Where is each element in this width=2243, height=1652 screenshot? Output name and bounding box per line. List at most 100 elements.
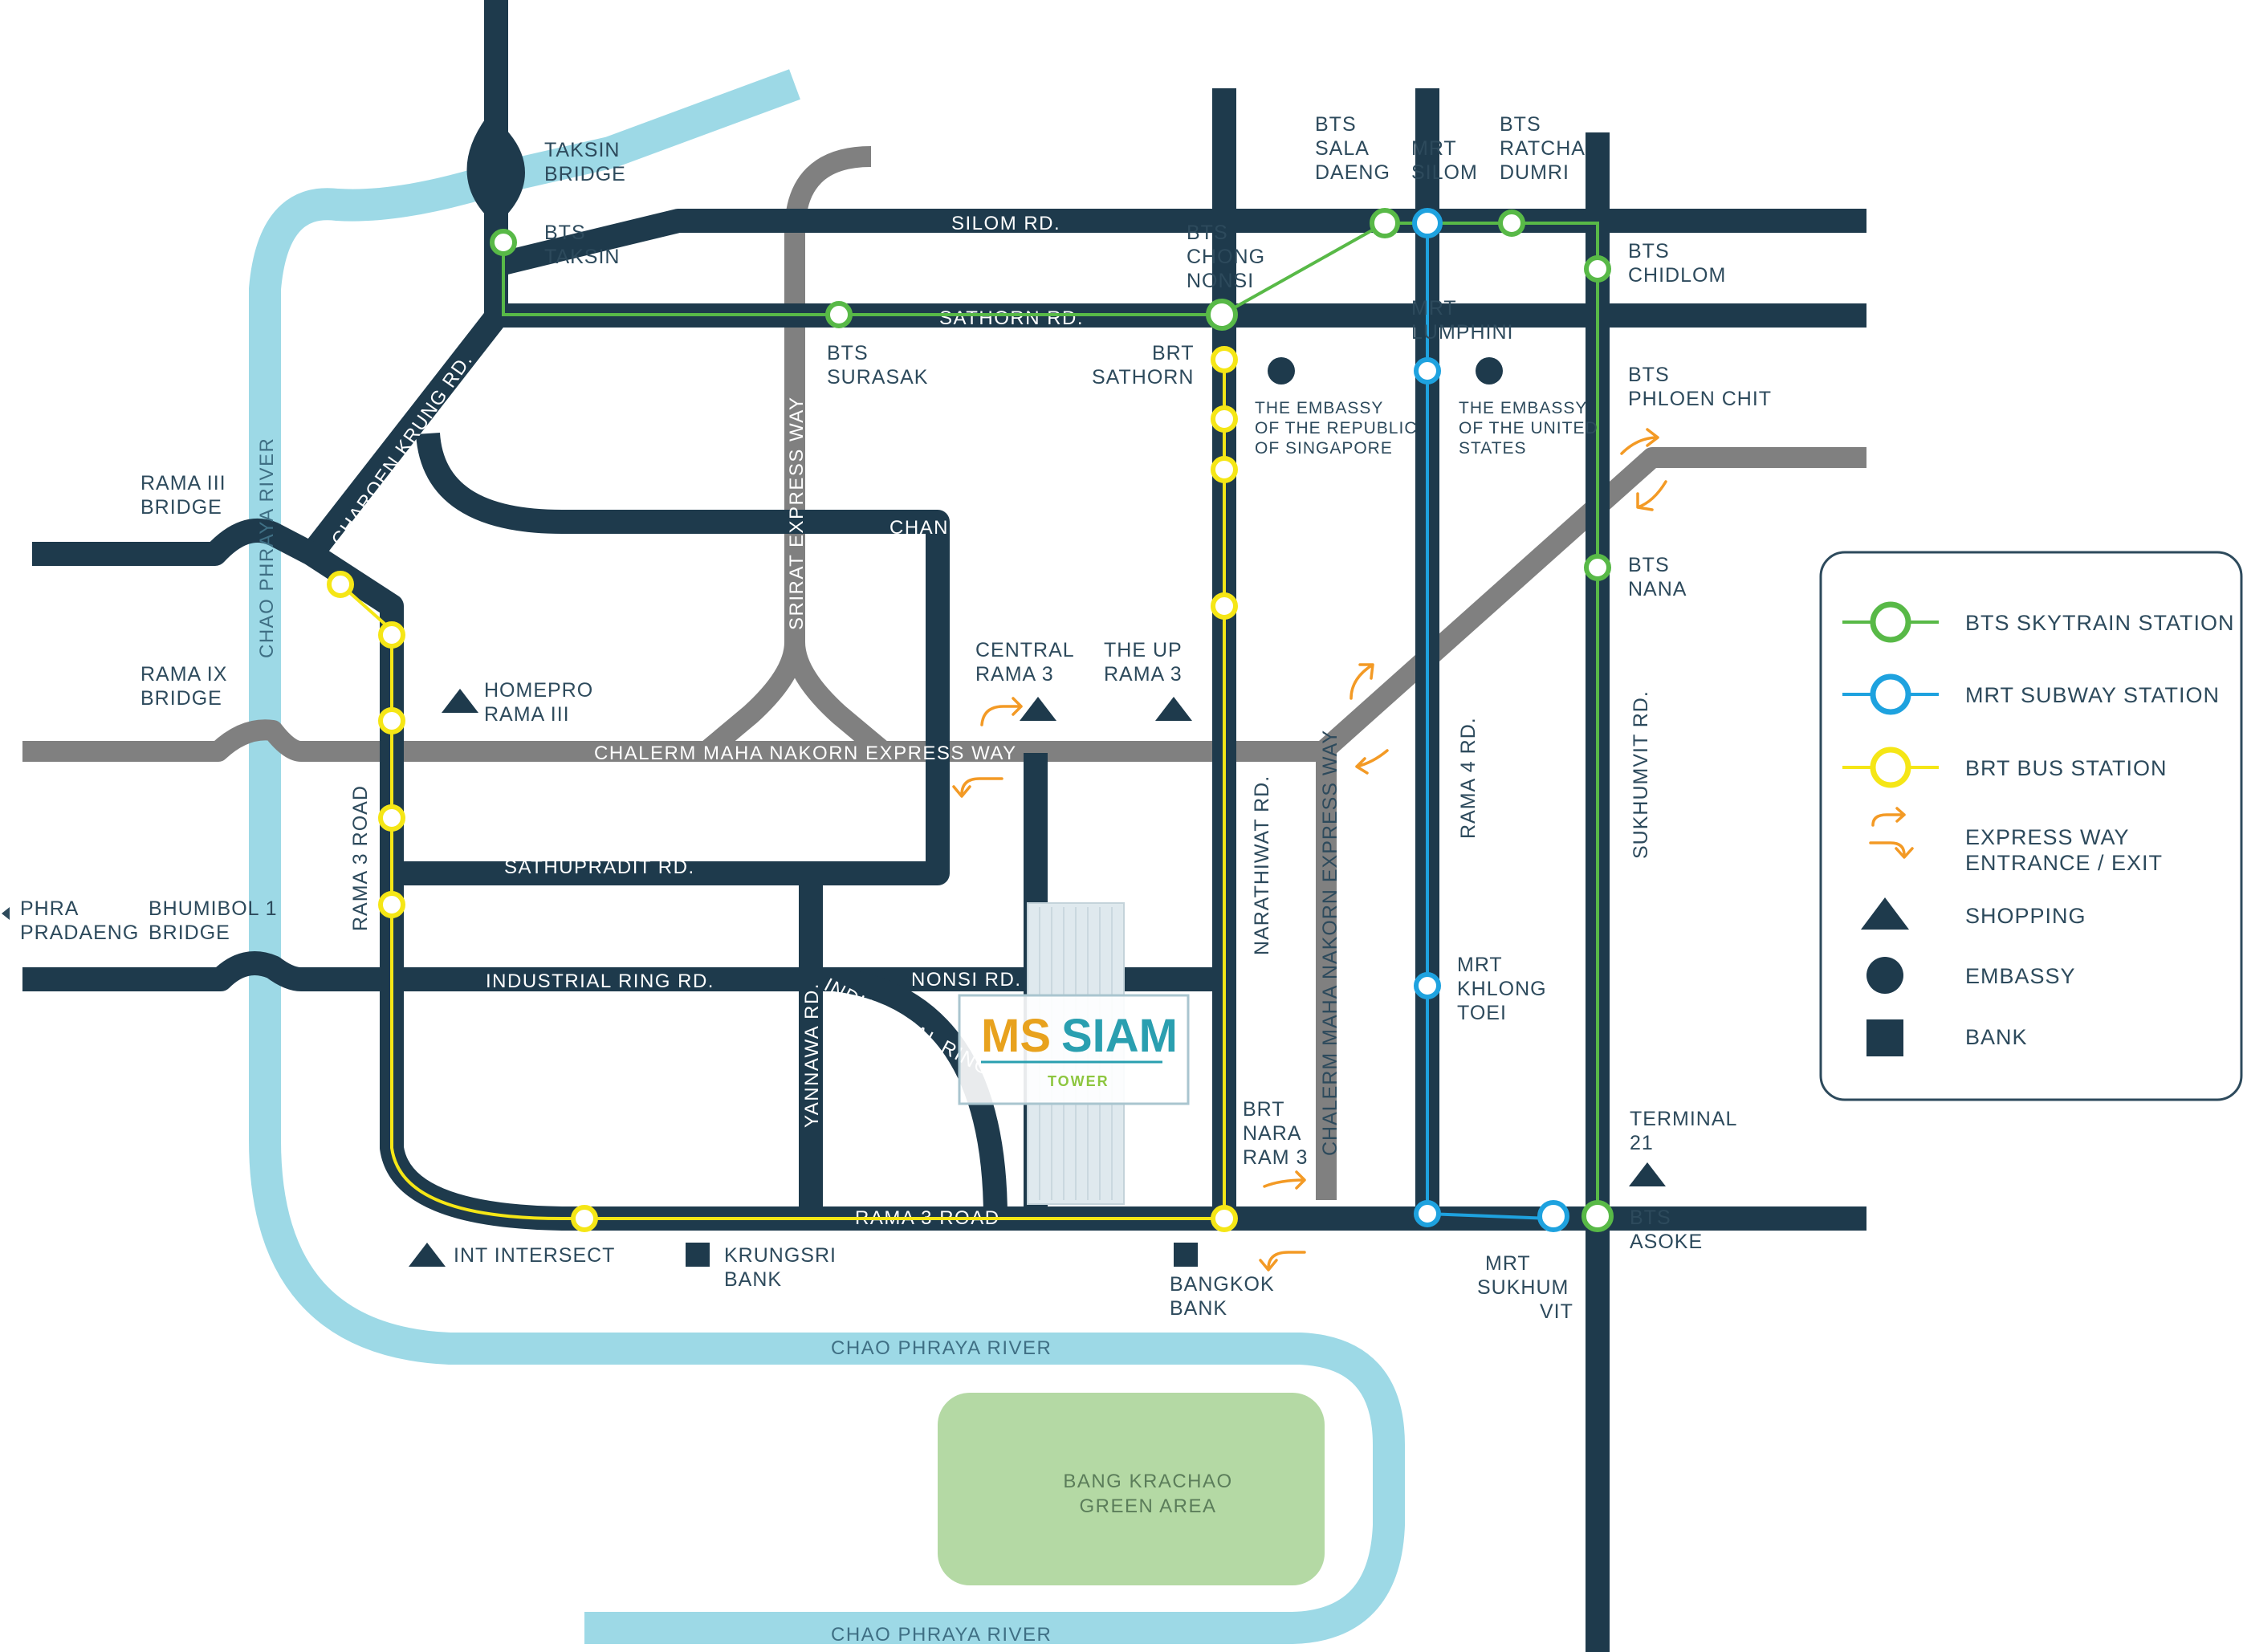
legend-bank-icon (1866, 1019, 1903, 1056)
bhumibol-bridge-label: BHUMIBOL 1 (149, 897, 278, 920)
green-area-label-2: GREEN AREA (1079, 1495, 1216, 1517)
homepro-label: HOMEPRO (484, 679, 593, 702)
sathorn-rd-label: SATHORN RD. (939, 307, 1084, 329)
bts-surasak-station (825, 301, 853, 328)
the-up-rama3-label: THE UP (1104, 639, 1183, 661)
legend-expressway-icon (1869, 807, 1914, 859)
sathupradit-rd-label: SATHUPRADIT RD. (504, 857, 695, 878)
brt-nara-ram3-station (1211, 1205, 1238, 1232)
legend-bts-icon (1870, 601, 1911, 643)
bts-nana-station (1584, 554, 1611, 581)
brt-station (378, 804, 405, 832)
rama3-road-vertical-label: RAMA 3 ROAD (349, 785, 372, 931)
bts-asoke-label: BTS (1630, 1206, 1671, 1229)
the-up-rama3-shopping-icon (1155, 697, 1192, 721)
brt-station (1211, 456, 1238, 483)
brt-stations (327, 346, 1238, 1232)
brt-station (1211, 405, 1238, 433)
sukhumvit-rd-label: SUKHUMVIT RD. (1630, 690, 1652, 859)
taksin-bridge-label: TAKSIN (544, 139, 620, 161)
bts-chidlom-label: BTS (1628, 240, 1670, 262)
legend-embassy-label: EMBASSY (1965, 964, 2076, 988)
brt-station (327, 571, 354, 598)
bts-taksin-station (490, 229, 517, 256)
river-bottom-label: CHAO PHRAYA RIVER (831, 1624, 1052, 1646)
central-rama3-label: CENTRAL (975, 639, 1075, 661)
bts-chong-nonsi-station (1206, 299, 1238, 331)
bts-surasak-label: BTS (827, 342, 869, 364)
legend-brt-label: BRT BUS STATION (1965, 756, 2168, 780)
mrt-khlong-toei-label: MRT (1457, 954, 1503, 976)
bts-ratchadamri-label: BTS (1500, 113, 1541, 136)
nonsi-rd-label: NONSI RD. (911, 969, 1022, 991)
legend-bts-label: BTS SKYTRAIN STATION (1965, 611, 2235, 635)
brt-station (1211, 592, 1238, 620)
legend-brt-icon (1870, 747, 1911, 788)
legend-embassy-icon (1866, 957, 1903, 994)
legend-bank-label: BANK (1965, 1025, 2028, 1049)
homepro-shopping-icon (442, 689, 478, 713)
bts-sala-daeng-station (1370, 208, 1400, 238)
brt-station (378, 891, 405, 918)
krungsri-bank-label: KRUNGSRI (724, 1244, 837, 1267)
bts-sala-daeng-label: BTS (1315, 113, 1357, 136)
mrt-silom-label: MRT (1411, 137, 1457, 160)
brt-sathorn-label: BRT (1152, 342, 1195, 364)
narathiwat-rd-label: NARATHIWAT RD. (1251, 775, 1273, 955)
embassy-singapore-icon (1268, 357, 1295, 385)
rama9-bridge-label: RAMA IX (140, 663, 227, 686)
legend-mrt-label: MRT SUBWAY STATION (1965, 683, 2220, 707)
mrt-sukhumvit-station (1537, 1200, 1569, 1232)
legend-shopping-label: SHOPPING (1965, 904, 2086, 928)
int-intersect-shopping-icon (409, 1243, 446, 1267)
logo-ms-text: MS (981, 1010, 1051, 1062)
markers (409, 357, 1666, 1267)
silom-rd-label: SILOM RD. (951, 213, 1060, 234)
brt-station (571, 1205, 598, 1232)
embassy-us-label: THE EMBASSY (1459, 399, 1587, 417)
legend-shopping-icon (1861, 897, 1909, 930)
int-intersect-label: INT INTERSECT (454, 1244, 615, 1267)
embassy-us-icon (1476, 357, 1503, 385)
legend-expressway-label-2: ENTRANCE / EXIT (1965, 851, 2163, 875)
chan-rd-label: CHAN RD. (889, 517, 992, 539)
industrial-ring-rd-label: INDUSTRIAL RING RD. (486, 970, 714, 992)
brt-sathorn-station (1211, 346, 1238, 373)
mrt-lumphini-label: MRT (1411, 297, 1457, 319)
mrt-lumphini-station (1414, 357, 1441, 385)
bts-chidlom-station (1584, 255, 1611, 283)
bang-krachao-green-area (938, 1393, 1325, 1585)
logo-siam-text: SIAM (1061, 1010, 1178, 1062)
rama3-bridge-label: RAMA III (140, 472, 226, 494)
logo-tower-text: TOWER (1048, 1073, 1109, 1089)
river-vertical-label: CHAO PHRAYA RIVER (256, 437, 278, 658)
mrt-sukhumvit-label: MRT (1485, 1252, 1531, 1275)
brt-line (339, 360, 1226, 1220)
phra-pradaeng-arrow-icon (2, 907, 10, 920)
brt-station (378, 707, 405, 734)
bangkok-bank-icon (1174, 1243, 1198, 1267)
legend-expressway-label-1: EXPRESS WAY (1965, 825, 2130, 849)
yannawa-rd-label: YANNAWA RD. (801, 983, 823, 1128)
